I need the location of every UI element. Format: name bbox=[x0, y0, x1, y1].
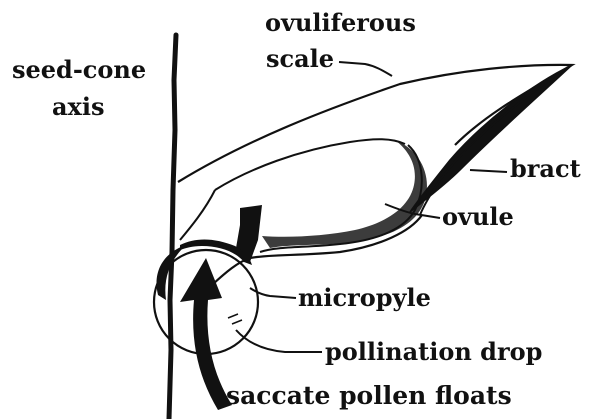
label-ovule: ovule bbox=[442, 205, 514, 229]
leader-bract bbox=[470, 170, 507, 172]
label-micropyle: micropyle bbox=[298, 286, 431, 310]
label-ovuliferous: ovuliferous bbox=[265, 11, 416, 35]
label-saccate-pollen: saccate pollen floats bbox=[226, 383, 512, 408]
label-bract: bract bbox=[510, 157, 581, 181]
label-axis: axis bbox=[52, 95, 105, 119]
label-pollination-drop: pollination drop bbox=[325, 340, 542, 364]
pollen-arrow-icon bbox=[180, 258, 232, 410]
leader-scale bbox=[339, 62, 392, 76]
label-scale: scale bbox=[266, 47, 334, 71]
seed-cone-axis bbox=[169, 35, 176, 419]
drop-inner-marks bbox=[228, 314, 242, 324]
leader-pollination-drop bbox=[236, 330, 322, 352]
micropyle-neck bbox=[180, 190, 215, 240]
label-seed-cone: seed-cone bbox=[12, 58, 146, 82]
